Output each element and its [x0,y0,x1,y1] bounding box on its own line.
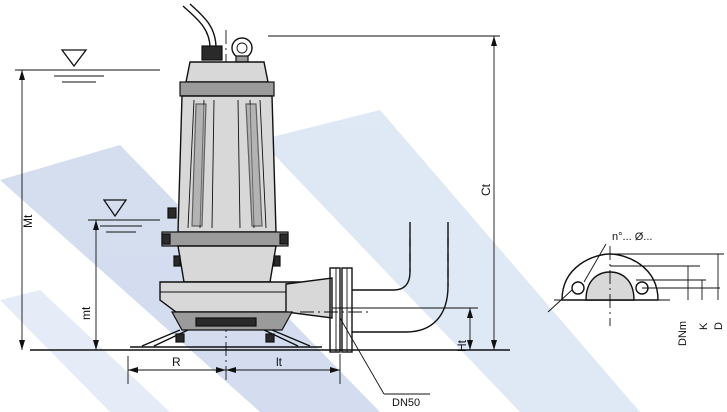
label-mt: mt [79,306,93,320]
label-DN50: DN50 [392,397,420,409]
outlet-flange [329,267,353,353]
flange-detail: n°... Ø... [547,231,724,326]
dimension-lt: lt [226,354,341,384]
volute-casing [159,281,301,313]
dimension-DNm: DNm [677,266,689,346]
power-cable [189,3,217,49]
lifting-eye [231,37,253,63]
discharge-elbow [352,222,449,333]
label-Mt: Mt [21,214,35,228]
dimension-K: K [698,280,710,330]
motor-top-cap [185,61,269,83]
label-lt: lt [276,355,283,369]
dimension-mt: mt [79,220,99,350]
power-cable [182,5,211,49]
label-Ht: Ht [455,339,469,352]
label-DNm: DNm [677,321,689,346]
dimension-R: R [127,355,226,384]
discharge-connection [285,277,333,319]
dimension-Ct: Ct [268,35,500,350]
label-R: R [172,355,181,369]
water-level-triangle-icon [40,49,160,83]
dimension-Mt: Mt [15,69,40,350]
pump-neck [177,245,277,283]
motor-top-band [179,81,275,97]
dimension-D: D [713,254,725,330]
cable-gland [201,45,223,61]
label-D: D [713,322,725,330]
water-level-triangle-icon [88,199,160,233]
dimension-DN50: DN50 [339,317,430,409]
housing-bolt [167,207,177,219]
base-stand [130,329,322,348]
housing-ribs [187,99,267,229]
label-Ct: Ct [479,183,493,196]
label-hole-note: n°... Ø... [612,231,652,243]
label-K: K [698,322,710,330]
motor-flange [161,231,289,247]
